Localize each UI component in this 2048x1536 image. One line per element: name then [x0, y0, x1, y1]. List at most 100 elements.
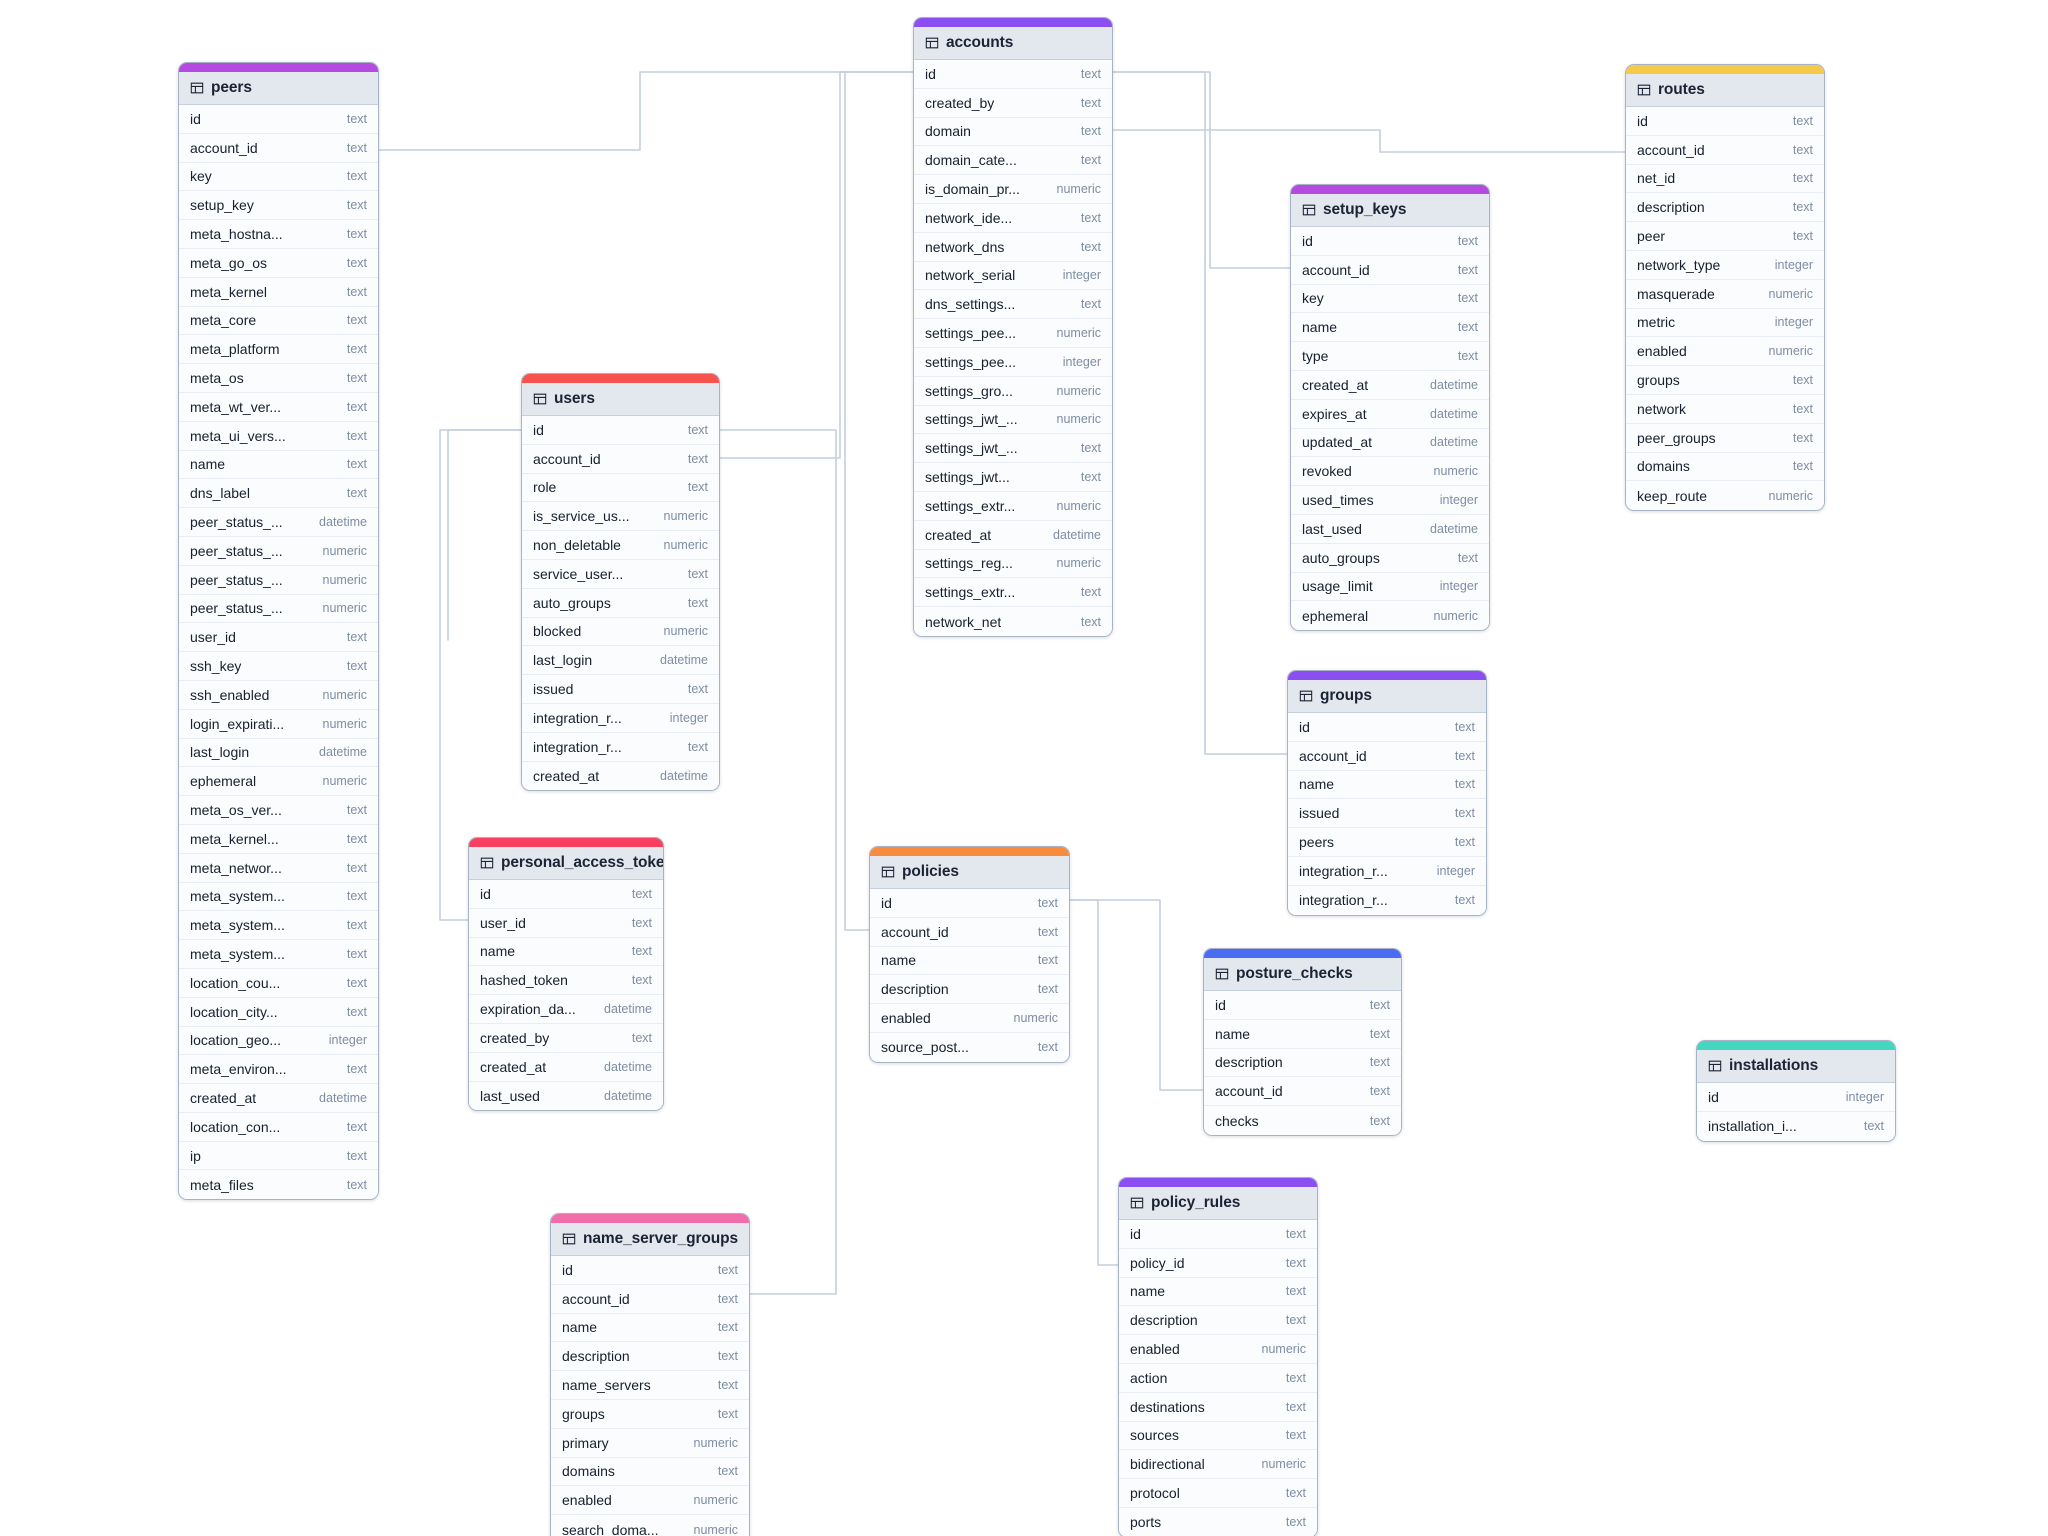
field-row[interactable]: location_city...text	[179, 997, 378, 1027]
field-row[interactable]: login_expirati...numeric	[179, 709, 378, 739]
field-row[interactable]: search_doma...numeric	[551, 1515, 749, 1536]
table-header[interactable]: accounts	[914, 27, 1112, 60]
table-header[interactable]: name_server_groups	[551, 1223, 749, 1256]
field-row[interactable]: is_domain_pr...numeric	[914, 175, 1112, 204]
field-row[interactable]: settings_reg...numeric	[914, 549, 1112, 579]
field-row[interactable]: settings_jwt...text	[914, 463, 1112, 492]
table-header[interactable]: personal_access_tokens	[469, 847, 663, 880]
field-row[interactable]: meta_wt_ver...text	[179, 392, 378, 422]
table-header[interactable]: routes	[1626, 74, 1824, 107]
field-row[interactable]: meta_hostna...text	[179, 220, 378, 249]
field-row[interactable]: meta_environ...text	[179, 1055, 378, 1085]
field-row[interactable]: settings_gro...numeric	[914, 376, 1112, 406]
table-header[interactable]: policy_rules	[1119, 1187, 1317, 1220]
field-row[interactable]: peer_status_...numeric	[179, 594, 378, 624]
field-row[interactable]: integration_r...integer	[522, 703, 719, 733]
field-row[interactable]: installation_i...text	[1697, 1111, 1895, 1141]
field-row[interactable]: is_service_us...numeric	[522, 502, 719, 532]
table-header[interactable]: installations	[1697, 1050, 1895, 1083]
field-row[interactable]: meta_system...text	[179, 882, 378, 912]
field-row[interactable]: peer_status_...numeric	[179, 536, 378, 566]
field-row[interactable]: settings_extr...text	[914, 578, 1112, 608]
field-row[interactable]: source_post...text	[870, 1032, 1069, 1062]
field-row[interactable]: meta_networ...text	[179, 853, 378, 883]
field-row[interactable]: settings_extr...numeric	[914, 491, 1112, 521]
table-header[interactable]: groups	[1288, 680, 1486, 713]
field-row[interactable]: location_cou...text	[179, 968, 378, 998]
field-row[interactable]: dns_settings...text	[914, 290, 1112, 320]
